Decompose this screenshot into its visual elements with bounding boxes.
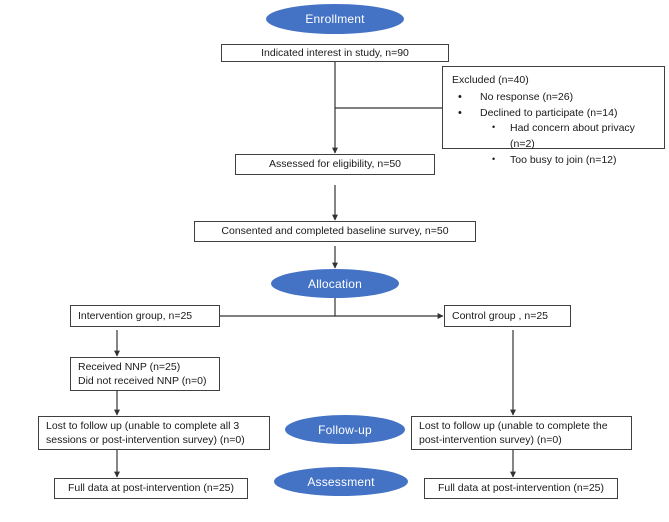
excluded-subitem-privacy-label: Had concern about privacy (n=2) (510, 122, 635, 150)
node-lost-followup-control-label: Lost to follow up (unable to complete th… (419, 419, 608, 446)
stage-enrollment: Enrollment (266, 4, 404, 34)
node-control-group-label: Control group , n=25 (452, 309, 549, 322)
stage-allocation: Allocation (271, 269, 399, 298)
node-lost-followup-control: Lost to follow up (unable to complete th… (411, 416, 632, 450)
node-received-nnp: Received NNP (n=25) Did not received NNP… (70, 357, 220, 391)
excluded-item-no-response-label: No response (n=26) (480, 90, 574, 103)
excluded-list: No response (n=26) Declined to participa… (452, 89, 656, 169)
stage-follow-up: Follow-up (285, 415, 405, 444)
stage-allocation-label: Allocation (307, 276, 363, 291)
excluded-item-declined-label: Declined to participate (n=14) (480, 106, 618, 119)
node-full-data-control: Full data at post-intervention (n=25) (424, 478, 618, 499)
node-full-data-intervention: Full data at post-intervention (n=25) (54, 478, 248, 499)
node-indicated-interest-label: Indicated interest in study, n=90 (261, 46, 409, 59)
excluded-item-no-response: No response (n=26) (452, 89, 656, 106)
node-lost-followup-intervention: Lost to follow up (unable to complete al… (38, 416, 270, 450)
node-consented-baseline: Consented and completed baseline survey,… (194, 221, 476, 242)
node-assessed-eligibility-label: Assessed for eligibility, n=50 (269, 158, 401, 171)
node-intervention-group-label: Intervention group, n=25 (78, 309, 193, 322)
node-full-data-intervention-label: Full data at post-intervention (n=25) (67, 482, 235, 495)
excluded-subitem-privacy: Had concern about privacy (n=2) (480, 121, 656, 153)
node-full-data-control-label: Full data at post-intervention (n=25) (437, 482, 605, 495)
excluded-heading: Excluded (n=40) (452, 74, 529, 86)
node-lost-followup-intervention-label: Lost to follow up (unable to complete al… (46, 419, 245, 446)
node-received-nnp-label: Received NNP (n=25) Did not received NNP… (78, 360, 207, 387)
node-assessed-eligibility: Assessed for eligibility, n=50 (235, 154, 435, 175)
excluded-subitem-too-busy: Too busy to join (n=12) (480, 153, 656, 169)
stage-assessment: Assessment (274, 467, 408, 496)
excluded-sublist: Had concern about privacy (n=2) Too busy… (480, 121, 656, 168)
excluded-subitem-too-busy-label: Too busy to join (n=12) (510, 153, 617, 166)
node-control-group: Control group , n=25 (444, 305, 571, 327)
excluded-item-declined: Declined to participate (n=14) Had conce… (452, 105, 656, 169)
stage-assessment-label: Assessment (307, 474, 375, 489)
node-indicated-interest: Indicated interest in study, n=90 (221, 44, 449, 62)
node-consented-baseline-label: Consented and completed baseline survey,… (221, 225, 449, 238)
stage-enrollment-label: Enrollment (305, 12, 365, 26)
node-excluded: Excluded (n=40) No response (n=26) Decli… (442, 66, 665, 166)
stage-follow-up-label: Follow-up (318, 422, 372, 437)
node-intervention-group: Intervention group, n=25 (70, 305, 220, 327)
